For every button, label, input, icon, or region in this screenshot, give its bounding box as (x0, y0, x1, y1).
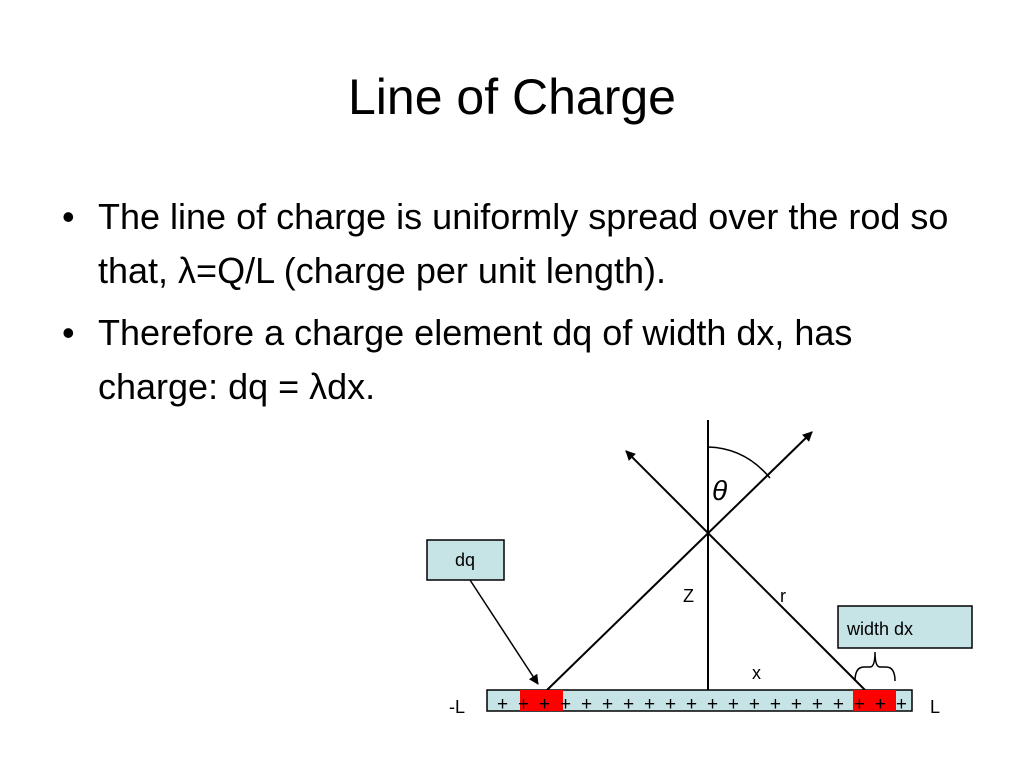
callout-width-box (837, 605, 973, 649)
charge-element-right (853, 690, 896, 711)
label-x: x (752, 663, 761, 683)
bullet-text: Therefore a charge element dq of width d… (98, 312, 853, 407)
bullet-item: • The line of charge is uniformly spread… (62, 190, 982, 298)
width-brace (854, 651, 896, 682)
ray-right-element (625, 450, 866, 691)
theta-arc (707, 446, 771, 479)
callout-dq-box (426, 539, 505, 581)
ray-left-element (546, 431, 813, 691)
bullet-icon: • (62, 312, 75, 353)
bullet-list: • The line of charge is uniformly spread… (62, 190, 982, 422)
slide-title: Line of Charge (347, 69, 676, 125)
rod-plus-signs: + + + + + + + + + + + + + + + + + + + + (497, 694, 907, 715)
callout-width-text: width dx (846, 619, 913, 639)
callout-dq-text: dq (455, 550, 475, 570)
bullet-icon: • (62, 196, 75, 237)
charged-rod (486, 689, 913, 712)
label-neg-l: -L (449, 697, 465, 717)
label-pos-l: L (930, 697, 940, 717)
bullet-text: The line of charge is uniformly spread o… (98, 196, 949, 291)
bullet-item: • Therefore a charge element dq of width… (62, 306, 982, 414)
label-theta: θ (712, 475, 727, 506)
label-r: r (780, 586, 786, 606)
charge-element-left (520, 690, 563, 711)
callout-dq-arrow (469, 579, 539, 685)
label-z: Z (683, 586, 694, 606)
